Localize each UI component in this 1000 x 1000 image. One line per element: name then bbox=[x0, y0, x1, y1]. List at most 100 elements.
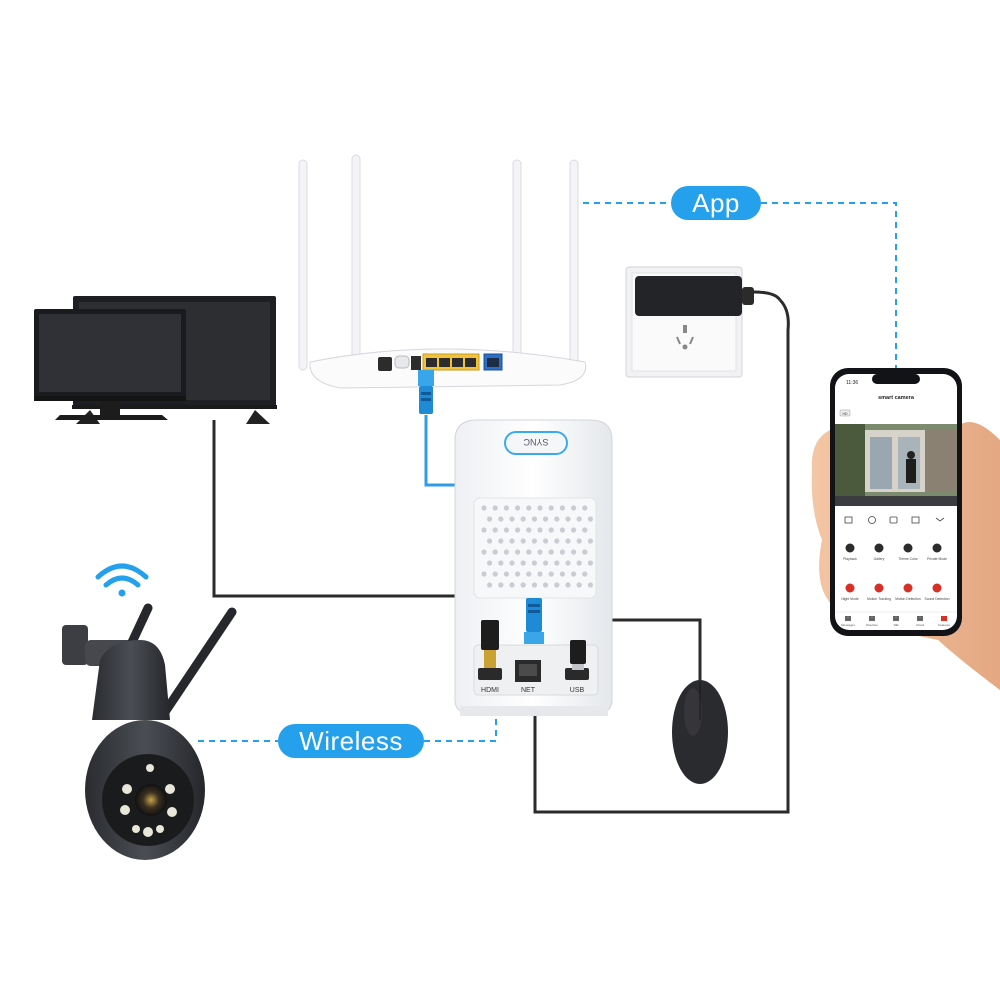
phone-feature-label: Motion Detection bbox=[895, 597, 921, 601]
vent-hole bbox=[587, 516, 594, 522]
ethernet-plug-nvr bbox=[524, 598, 544, 644]
app-dashed-link bbox=[583, 202, 897, 368]
vent-hole bbox=[554, 560, 560, 566]
vent-hole bbox=[587, 582, 594, 588]
phone-tab-icon bbox=[869, 616, 875, 621]
vent-hole bbox=[526, 505, 532, 511]
monitor-front bbox=[34, 309, 186, 420]
vent-hole bbox=[576, 582, 582, 588]
vent-hole bbox=[571, 549, 577, 555]
vent-hole bbox=[554, 516, 560, 522]
vent-hole bbox=[481, 571, 487, 577]
vent-hole bbox=[520, 582, 526, 588]
phone-feature-label: Sound Detection bbox=[924, 597, 949, 601]
port-hdmi-label: HDMI bbox=[481, 687, 499, 694]
wifi-router bbox=[298, 154, 587, 389]
phone-feature-icon bbox=[845, 583, 855, 593]
vent-hole bbox=[503, 571, 509, 577]
vent-hole bbox=[487, 516, 493, 522]
phone-tab-label: Direction bbox=[866, 623, 878, 627]
vent-hole bbox=[481, 505, 487, 511]
vent-hole bbox=[559, 549, 566, 555]
vent-hole bbox=[503, 505, 509, 511]
vent-hole bbox=[526, 571, 532, 577]
vent-hole bbox=[531, 582, 538, 588]
vent-hole bbox=[515, 549, 521, 555]
app-label: App bbox=[671, 186, 761, 220]
vent-hole bbox=[487, 582, 493, 588]
phone-tab-label: Cloud bbox=[916, 623, 924, 627]
phone-feature-label: Gallery bbox=[874, 557, 885, 561]
phone-app-title: smart camera bbox=[878, 395, 915, 401]
vent-hole bbox=[526, 527, 532, 533]
phone-tab-label: Messages bbox=[841, 623, 855, 627]
vent-hole bbox=[509, 560, 515, 566]
phone-tab-icon bbox=[941, 616, 947, 621]
vent-hole bbox=[554, 582, 560, 588]
phone-status-time: 11:36 bbox=[846, 380, 858, 386]
vent-hole bbox=[548, 505, 554, 511]
phone-tab-icon bbox=[845, 616, 851, 621]
vent-hole bbox=[565, 516, 571, 522]
vent-hole bbox=[559, 571, 566, 577]
hdmi-plug bbox=[481, 620, 499, 668]
vent-hole bbox=[537, 549, 543, 555]
vent-hole bbox=[498, 538, 504, 544]
vent-hole bbox=[503, 549, 509, 555]
vent-hole bbox=[565, 582, 571, 588]
vent-hole bbox=[554, 538, 560, 544]
power-adapter bbox=[625, 266, 782, 378]
vent-hole bbox=[503, 527, 509, 533]
vent-hole bbox=[582, 549, 588, 555]
vent-hole bbox=[515, 505, 521, 511]
phone-feature-label: Theme Color bbox=[898, 557, 918, 561]
vent-hole bbox=[531, 516, 538, 522]
phone-feature-label: Motion Tracking bbox=[867, 597, 891, 601]
vent-hole bbox=[515, 527, 521, 533]
vent-hole bbox=[520, 538, 526, 544]
vent-hole bbox=[571, 527, 577, 533]
vent-grid bbox=[481, 505, 594, 588]
vent-hole bbox=[559, 505, 566, 511]
vent-hole bbox=[520, 516, 526, 522]
vent-hole bbox=[531, 560, 538, 566]
vent-hole bbox=[543, 516, 549, 522]
vent-hole bbox=[576, 560, 582, 566]
vent-hole bbox=[543, 560, 549, 566]
vent-hole bbox=[559, 527, 566, 533]
phone-feature-icon bbox=[874, 543, 884, 553]
nvr-hub: SYNC HDMI NET USB bbox=[454, 419, 613, 716]
phone-feature-label: Playback bbox=[843, 557, 857, 561]
ethernet-plug-top bbox=[418, 370, 434, 414]
phone-tab-icon bbox=[917, 616, 923, 621]
vent-hole bbox=[520, 560, 526, 566]
vent-hole bbox=[565, 560, 571, 566]
vent-hole bbox=[498, 560, 504, 566]
vent-hole bbox=[543, 538, 549, 544]
vent-hole bbox=[492, 527, 498, 533]
port-net-label: NET bbox=[521, 687, 536, 694]
ptz-camera bbox=[62, 603, 237, 860]
mouse bbox=[672, 680, 728, 784]
phone-tab-icon bbox=[893, 616, 899, 621]
wireless-label: Wireless bbox=[278, 724, 424, 758]
phone-feature-icon bbox=[903, 543, 913, 553]
sync-button-label: SYNC bbox=[523, 437, 549, 447]
vent-hole bbox=[492, 571, 498, 577]
vent-hole bbox=[582, 571, 588, 577]
phone-feature-icon bbox=[845, 543, 855, 553]
wireless-dashed-link bbox=[198, 716, 497, 742]
vent-hole bbox=[587, 538, 594, 544]
vent-hole bbox=[576, 538, 582, 544]
phone-feature-icon bbox=[874, 583, 884, 593]
phone-feature-icon bbox=[903, 583, 913, 593]
vent-hole bbox=[587, 560, 594, 566]
wifi-icon bbox=[95, 563, 149, 597]
vent-hole bbox=[509, 582, 515, 588]
vent-hole bbox=[576, 516, 582, 522]
port-usb-label: USB bbox=[570, 687, 585, 694]
